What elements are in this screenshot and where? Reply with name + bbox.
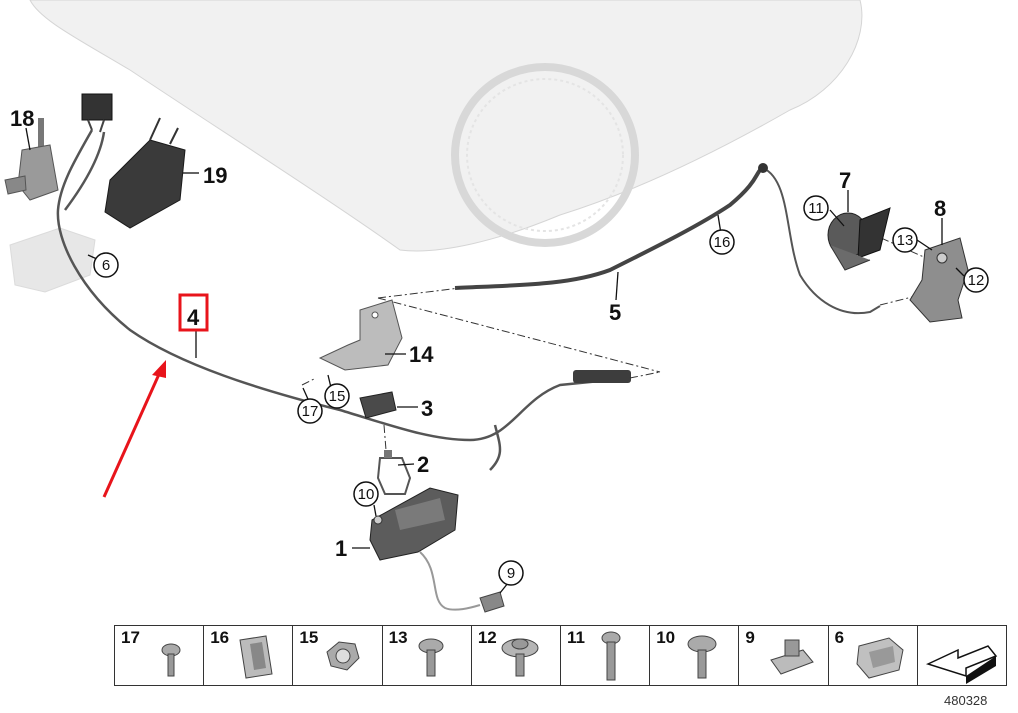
legend-label: 11 (567, 628, 585, 647)
assembly-lines (301, 224, 936, 451)
legend-cell-12: 12 (472, 626, 562, 685)
legend-cell-10: 10 (650, 626, 740, 685)
cable-clip-icon (856, 637, 904, 679)
legend-cell-15: 15 (293, 626, 383, 685)
connector-top (81, 93, 113, 133)
circled-callout-10: 10 (353, 481, 379, 507)
legend-label: 12 (477, 628, 497, 647)
part-8-latch (909, 237, 969, 323)
washer-bolt-icon (687, 635, 717, 679)
callout-7: 7 (839, 168, 851, 193)
callout-8: 8 (934, 196, 946, 221)
callout-19: 19 (203, 163, 227, 188)
legend-label: 10 (656, 628, 676, 647)
circled-callout-11: 11 (803, 195, 829, 221)
hood-panel (29, 0, 863, 252)
svg-text:13: 13 (897, 232, 914, 249)
svg-text:10: 10 (358, 486, 375, 503)
nut-icon (326, 641, 360, 671)
svg-text:12: 12 (968, 272, 985, 289)
long-bolt-icon (601, 631, 621, 681)
callout-1: 1 (335, 536, 347, 561)
circled-callouts: 6 16 11 13 12 15 17 10 9 (93, 195, 989, 586)
legend-cell-16: 16 (204, 626, 294, 685)
svg-text:15: 15 (329, 388, 346, 405)
callout-5: 5 (609, 300, 621, 325)
cable-sleeve (573, 370, 631, 383)
part-7-actuator (827, 207, 891, 271)
part-19-housing (104, 117, 186, 229)
part-9-connector (419, 551, 505, 613)
callout-4: 4 (187, 305, 200, 330)
part-2-clip (376, 450, 412, 495)
svg-text:16: 16 (714, 234, 731, 251)
circled-callout-15: 15 (324, 383, 350, 409)
circled-callout-16: 16 (709, 229, 735, 255)
plain-callouts: 18 19 7 8 4 5 14 3 2 1 (10, 106, 946, 561)
legend-label: 13 (388, 628, 408, 647)
highlight-arrow (102, 371, 162, 498)
callout-18: 18 (10, 106, 34, 131)
highlight-annotation (102, 293, 209, 498)
callout-3: 3 (421, 396, 433, 421)
screw-icon (161, 643, 181, 677)
part-1-lock (369, 487, 459, 561)
legend-label: 17 (121, 628, 140, 647)
clip-icon (239, 635, 273, 679)
part-18-bracket (4, 118, 59, 201)
circled-callout-9: 9 (498, 560, 524, 586)
legend-label: 16 (210, 628, 230, 647)
cable-4 (56, 129, 631, 471)
legend-label: 6 (834, 628, 845, 647)
legend-cell-9: 9 (739, 626, 829, 685)
legend-cell-11: 11 (561, 626, 651, 685)
svg-text:6: 6 (102, 257, 110, 274)
part-14-bracket (318, 299, 403, 371)
circled-callout-17: 17 (297, 398, 323, 424)
legend-cell-17: 17 (115, 626, 205, 685)
document-number: 480328 (944, 693, 988, 708)
direction-arrow-icon (925, 645, 998, 684)
legend-cell-13: 13 (383, 626, 472, 685)
legend-cell-6: 6 (829, 626, 918, 685)
legend-cell-arrow (918, 626, 1006, 685)
callout-14: 14 (409, 342, 434, 367)
legend-label: 9 (745, 628, 755, 647)
highlight-box (178, 293, 209, 332)
circled-callout-12: 12 (963, 267, 989, 293)
bolt-icon (418, 638, 444, 677)
legend-label: 15 (299, 628, 319, 647)
cable-5 (454, 163, 881, 315)
faded-latch-bracket (9, 227, 96, 293)
part-3-switch (359, 391, 397, 419)
callout-2: 2 (417, 452, 429, 477)
circled-callout-13: 13 (892, 227, 918, 253)
highlight-arrowhead (152, 360, 166, 378)
plug-icon (770, 639, 815, 675)
flange-bolt-icon (501, 638, 539, 677)
svg-text:17: 17 (302, 403, 319, 420)
circled-callout-6: 6 (93, 252, 119, 278)
svg-text:11: 11 (808, 200, 824, 217)
parts-legend: 17 16 15 13 12 11 10 9 6 (114, 625, 1007, 686)
svg-text:9: 9 (507, 565, 515, 582)
